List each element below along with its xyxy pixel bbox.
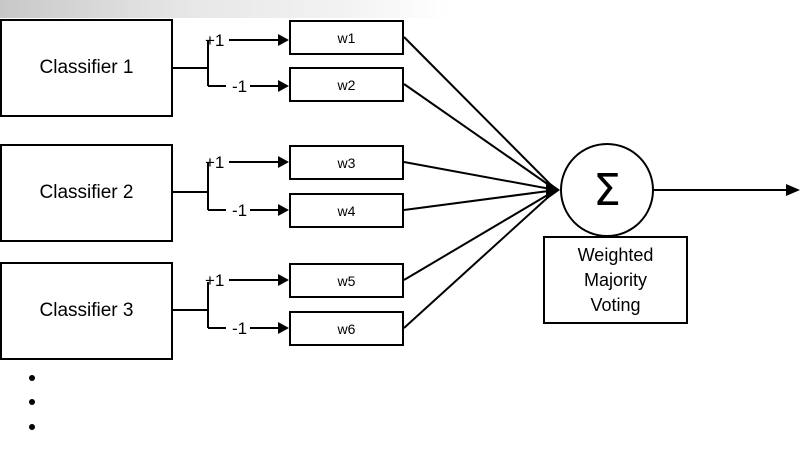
classifier-1-box: Classifier 1: [0, 19, 173, 117]
sum-input-arrowhead-icon: [546, 180, 560, 200]
arrowhead-icon: [278, 34, 289, 46]
arrowhead-icon: [278, 322, 289, 334]
arrowhead-icon: [278, 80, 289, 92]
positive-output-label: +1: [205, 153, 224, 172]
classifier-2-label: Classifier 2: [39, 182, 134, 203]
weight-w2-label: w2: [337, 76, 356, 93]
weight-w6-label: w6: [337, 320, 356, 337]
classifier-1-label: Classifier 1: [39, 57, 134, 78]
ellipsis-dot: [29, 424, 35, 430]
voting-line-2: Majority: [583, 269, 647, 290]
arrowhead-icon: [278, 204, 289, 216]
weight-w4-label: w4: [337, 202, 356, 219]
weight-w5-label: w5: [337, 272, 356, 289]
negative-output-label: -1: [232, 77, 247, 96]
positive-output-label: +1: [205, 31, 224, 50]
weight-to-sum-line: [403, 161, 557, 191]
sigma-icon: Σ: [593, 164, 621, 216]
classifier-3-label: Classifier 3: [39, 300, 134, 321]
weight-w6-box: w6: [289, 311, 404, 346]
weight-to-sum-line: [403, 189, 557, 329]
voting-line-3: Voting: [590, 294, 641, 315]
classifier-3-box: Classifier 3: [0, 262, 173, 360]
classifier-2-box: Classifier 2: [0, 144, 173, 242]
output-arrowhead-icon: [786, 184, 800, 196]
arrowhead-icon: [278, 156, 289, 168]
ellipsis-dot: [29, 399, 35, 405]
weight-w2-box: w2: [289, 67, 404, 102]
ellipsis-dot: [29, 375, 35, 381]
weight-w3-label: w3: [337, 154, 356, 171]
weight-to-sum-line: [403, 83, 557, 191]
weight-w5-box: w5: [289, 263, 404, 298]
weighted-majority-voting-box: Weighted Majority Voting: [543, 236, 688, 324]
weight-to-sum-line: [403, 36, 557, 191]
weight-to-sum-line: [403, 189, 557, 281]
voting-line-1: Weighted: [577, 244, 654, 265]
top-shadow-band: [0, 0, 450, 18]
summation-node: Σ: [560, 143, 654, 237]
weight-w4-box: w4: [289, 193, 404, 228]
weight-to-sum-line: [403, 189, 557, 211]
positive-output-label: +1: [205, 271, 224, 290]
arrowhead-icon: [278, 274, 289, 286]
weight-w3-box: w3: [289, 145, 404, 180]
weight-w1-label: w1: [337, 29, 356, 46]
weight-w1-box: w1: [289, 20, 404, 55]
negative-output-label: -1: [232, 319, 247, 338]
negative-output-label: -1: [232, 201, 247, 220]
